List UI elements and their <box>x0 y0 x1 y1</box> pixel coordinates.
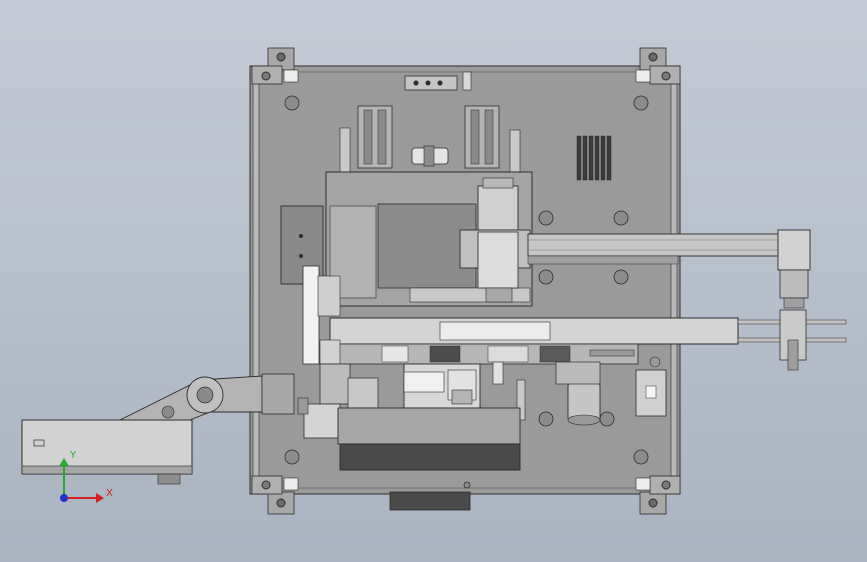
top-label-plate <box>404 71 472 91</box>
corner-bracket-top-left <box>251 47 299 85</box>
left-lower-stack <box>297 363 379 439</box>
y-axis-label: Y <box>69 450 77 461</box>
linear-module-lower <box>329 309 847 371</box>
component-row <box>319 339 639 365</box>
slide-table <box>403 363 481 409</box>
control-box <box>21 419 193 485</box>
corner-bracket-bottom-right <box>635 475 681 515</box>
axis-triad: X Y <box>59 450 113 503</box>
corner-bracket-top-right <box>635 47 681 85</box>
x-axis-label: X <box>106 488 113 499</box>
left-side-plate <box>280 205 341 365</box>
corner-bracket-bottom-left <box>251 475 299 515</box>
pressure-switch <box>635 356 667 417</box>
servo-motor-center <box>459 177 531 303</box>
vertical-post-right <box>492 361 526 421</box>
servo-motor-right <box>777 229 811 309</box>
round-cylinder <box>555 361 601 426</box>
bottom-base-block <box>337 407 521 511</box>
top-cylinder <box>411 145 449 167</box>
mounting-holes <box>284 95 649 489</box>
linear-module-upper <box>527 233 779 265</box>
heat-sink <box>576 135 612 181</box>
